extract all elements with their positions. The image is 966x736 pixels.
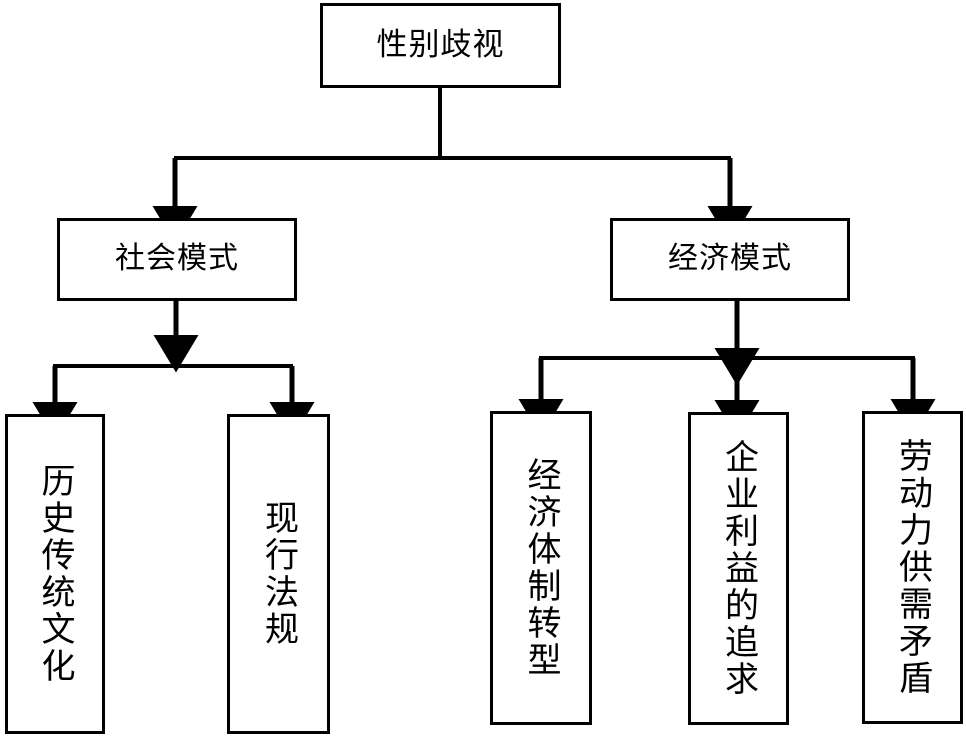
node-social-label: 社会模式 xyxy=(115,241,239,277)
node-pursuit-of-corporate-interests[interactable]: 企业利益的追求 xyxy=(688,412,789,725)
node-economic-label: 经济模式 xyxy=(668,241,792,277)
node-social-model[interactable]: 社会模式 xyxy=(57,218,297,301)
node-transform-label: 经济体制转型 xyxy=(521,457,561,679)
node-laws-label: 现行法规 xyxy=(258,500,299,648)
node-root-label: 性别歧视 xyxy=(376,26,505,63)
node-economic-model[interactable]: 经济模式 xyxy=(610,218,850,301)
node-corporate-label: 企业利益的追求 xyxy=(718,439,759,698)
node-current-laws-regulations[interactable]: 现行法规 xyxy=(227,414,330,734)
node-economic-system-transformation[interactable]: 经济体制转型 xyxy=(490,411,592,725)
node-history-label: 历史传统文化 xyxy=(35,463,75,685)
node-labor-supply-demand-contradiction[interactable]: 劳动力供需矛盾 xyxy=(862,411,963,724)
node-root-gender-discrimination[interactable]: 性别歧视 xyxy=(320,3,561,88)
node-historical-traditional-culture[interactable]: 历史传统文化 xyxy=(5,414,105,734)
node-labor-label: 劳动力供需矛盾 xyxy=(892,438,933,697)
